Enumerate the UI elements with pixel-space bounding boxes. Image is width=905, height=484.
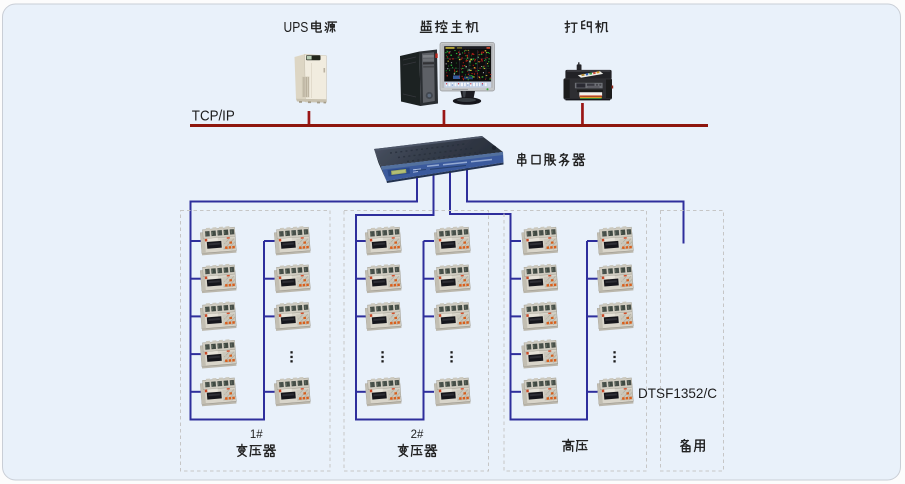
svg-text:1#: 1# — [250, 429, 263, 441]
svg-text:DTSF1352/C: DTSF1352/C — [638, 386, 717, 401]
svg-text:TCP/IP: TCP/IP — [192, 108, 235, 124]
svg-text:2#: 2# — [411, 429, 424, 441]
svg-text:UPS: UPS — [284, 20, 309, 36]
